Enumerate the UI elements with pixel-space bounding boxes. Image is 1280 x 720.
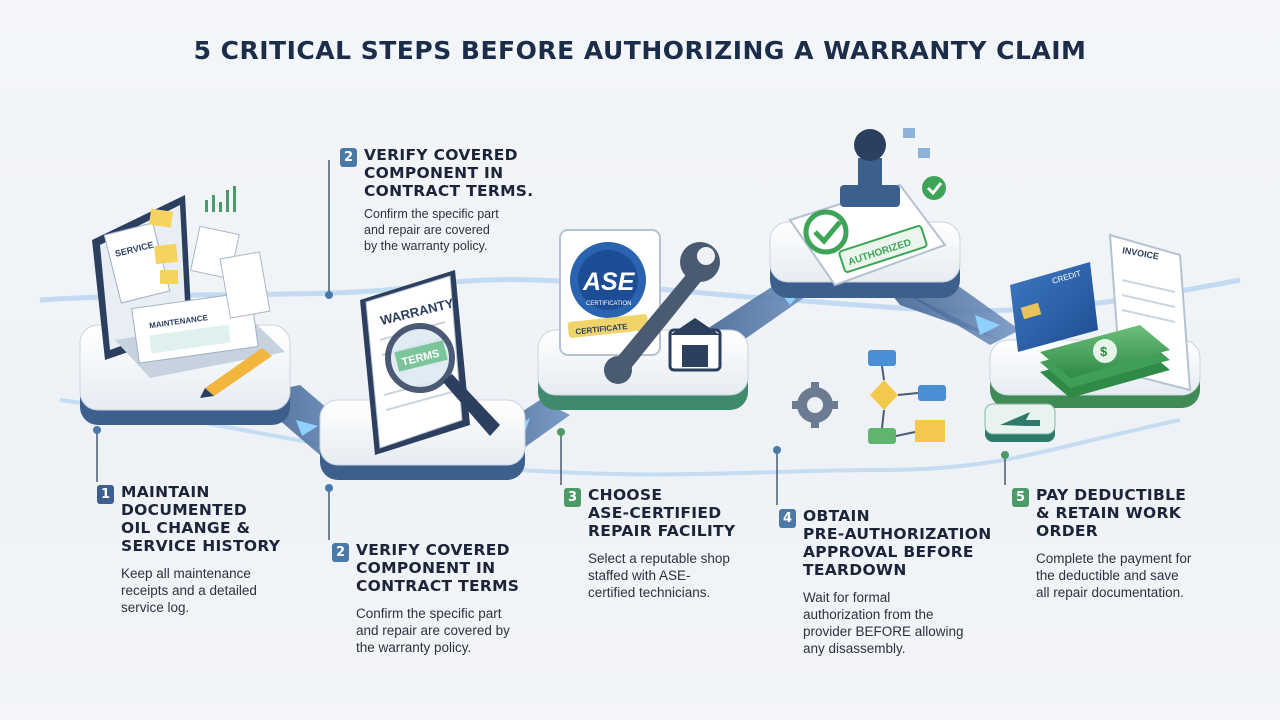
leader-lines (93, 160, 1009, 540)
certification-art-label: CERTIFICATION (586, 301, 631, 307)
step-2-callout: 2 VERIFY COVERED COMPONENT IN CONTRACT T… (340, 146, 550, 254)
step-heading: VERIFY COVERED COMPONENT IN CONTRACT TER… (356, 541, 520, 595)
green-arrow-tile (984, 403, 1056, 442)
step-3: 3 CHOOSE ASE-CERTIFIED REPAIR FACILITY S… (564, 486, 764, 601)
step-heading: VERIFY COVERED COMPONENT IN CONTRACT TER… (364, 146, 534, 200)
step-number-badge: 2 (332, 543, 349, 562)
step-description: Select a reputable shop staffed with ASE… (588, 551, 730, 600)
workflow-gear-icon (792, 350, 946, 444)
maintenance-log-laptop-icon: SERVICE MAINTENANCE (92, 186, 285, 398)
step-5: 5 PAY DEDUCTIBLE & RETAIN WORK ORDER Com… (1012, 486, 1242, 601)
warranty-terms-book-icon: WARRANTY TERMS (360, 270, 500, 455)
ase-art-label: ASE (582, 268, 636, 296)
step-number-badge: 2 (340, 148, 357, 167)
step-description: Wait for formal authorization from the p… (803, 590, 964, 656)
step-heading: OBTAIN PRE-AUTHORIZATION APPROVAL BEFORE… (803, 507, 992, 579)
step-description: Complete the payment for the deductible … (1036, 551, 1192, 600)
step-4: 4 OBTAIN PRE-AUTHORIZATION APPROVAL BEFO… (779, 507, 1004, 657)
step-2: 2 VERIFY COVERED COMPONENT IN CONTRACT T… (332, 541, 542, 656)
step-description: Confirm the specific part and repair are… (356, 606, 510, 655)
svg-text:$: $ (1100, 344, 1108, 359)
step-number-badge: 1 (97, 485, 114, 504)
step-description: Confirm the specific part and repair are… (364, 207, 499, 253)
invoice-payment-icon: INVOICE CREDIT $ (1010, 233, 1192, 398)
step-heading: PAY DEDUCTIBLE & RETAIN WORK ORDER (1036, 486, 1187, 540)
step-heading: MAINTAIN DOCUMENTED OIL CHANGE & SERVICE… (121, 483, 281, 555)
step-description: Keep all maintenance receipts and a deta… (121, 566, 257, 615)
step-number-badge: 4 (779, 509, 796, 528)
page-title: 5 CRITICAL STEPS BEFORE AUTHORIZING A WA… (193, 36, 1087, 65)
step-number-badge: 5 (1012, 488, 1029, 507)
step-heading: CHOOSE ASE-CERTIFIED REPAIR FACILITY (588, 486, 736, 540)
step-1: 1 MAINTAIN DOCUMENTED OIL CHANGE & SERVI… (97, 483, 297, 616)
ase-certification-wrench-icon: ASE CERTIFICATION CERTIFICATE (559, 229, 722, 384)
step-number-badge: 3 (564, 488, 581, 507)
